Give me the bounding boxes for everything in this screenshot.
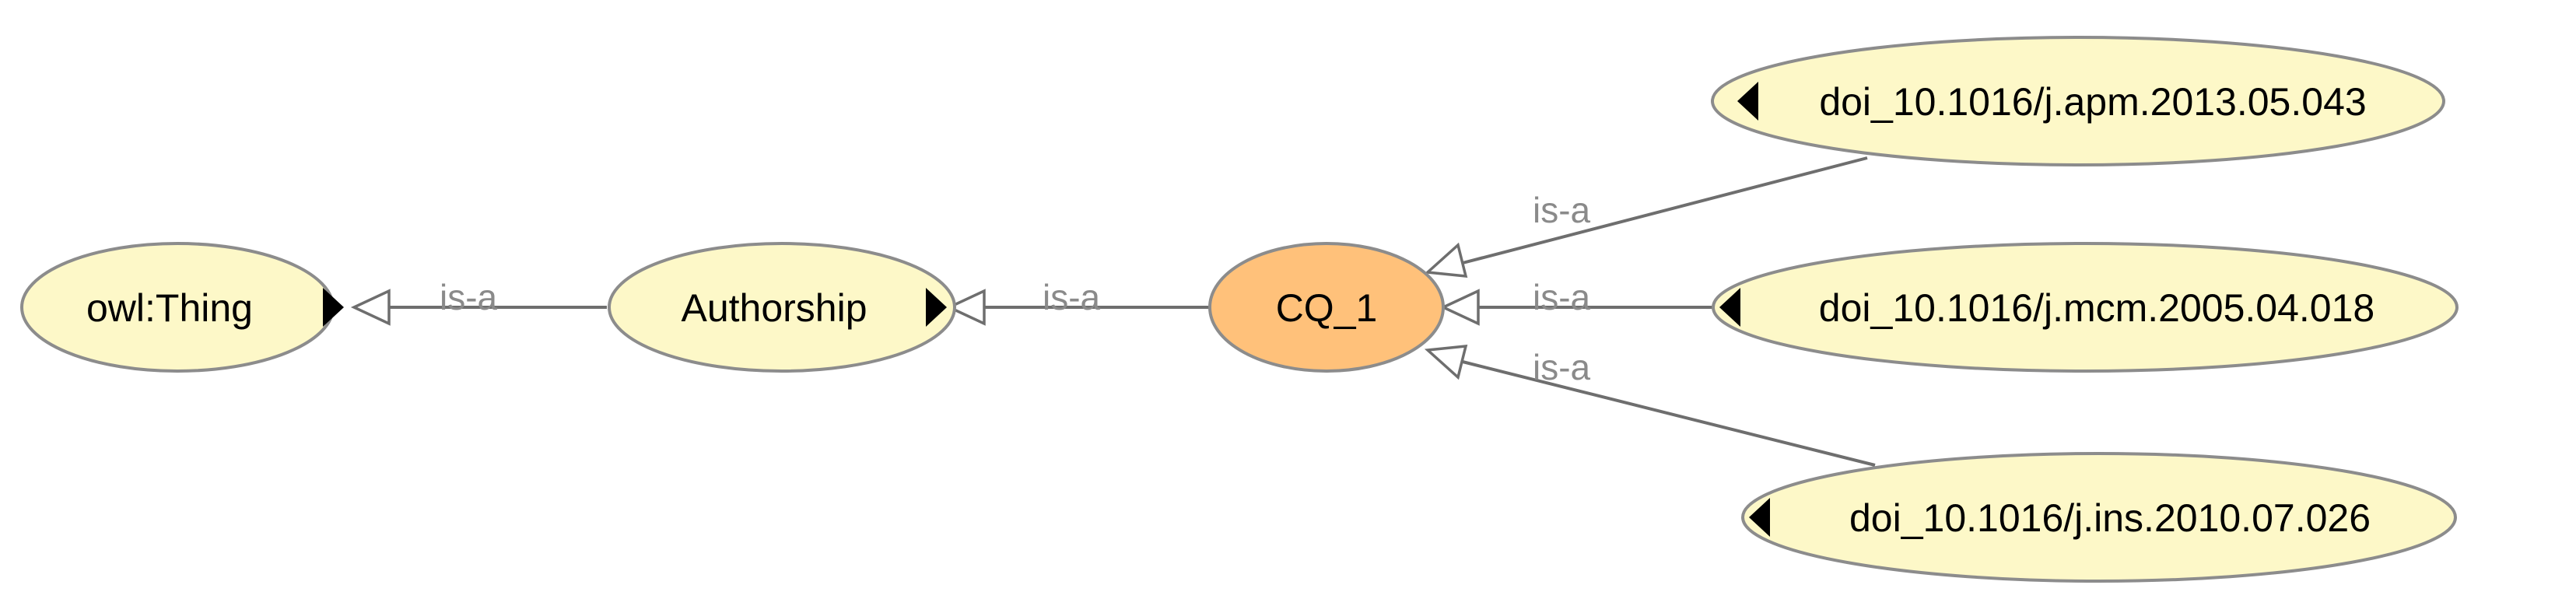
node-label: Authorship bbox=[681, 286, 867, 330]
node-ellipse bbox=[608, 242, 956, 373]
arrowhead-icon bbox=[1424, 242, 1468, 278]
node-doi-apm[interactable]: doi_10.1016/j.apm.2013.05.043 bbox=[1711, 36, 2445, 166]
expand-marker-icon[interactable] bbox=[1719, 288, 1740, 327]
node-cq-1[interactable]: CQ_1 bbox=[1208, 242, 1445, 373]
node-ellipse bbox=[1712, 242, 2459, 373]
node-doi-ins[interactable]: doi_10.1016/j.ins.2010.07.026 bbox=[1741, 452, 2457, 583]
node-label: doi_10.1016/j.ins.2010.07.026 bbox=[1849, 496, 2371, 540]
edge-label: is-a bbox=[440, 277, 498, 317]
node-doi-mcm[interactable]: doi_10.1016/j.mcm.2005.04.018 bbox=[1712, 242, 2459, 373]
arrowhead-icon bbox=[945, 289, 986, 326]
arrowhead-icon bbox=[350, 289, 391, 326]
node-authorship[interactable]: Authorship bbox=[608, 242, 956, 373]
node-label: owl:Thing bbox=[86, 286, 253, 330]
expand-marker-icon[interactable] bbox=[926, 288, 947, 327]
edge-apm-is-a-cq1: is-a bbox=[1424, 156, 1868, 278]
edge-label: is-a bbox=[1043, 277, 1101, 317]
expand-marker-icon[interactable] bbox=[1737, 82, 1758, 121]
edge-label: is-a bbox=[1533, 347, 1591, 387]
edge-line bbox=[1462, 360, 1876, 467]
edge-line bbox=[1462, 156, 1868, 264]
arrowhead-icon bbox=[1439, 289, 1480, 326]
edge-label: is-a bbox=[1533, 277, 1591, 317]
edge-label: is-a bbox=[1533, 190, 1591, 230]
edge-mcm-is-a-cq1: is-a bbox=[1439, 277, 1716, 326]
node-ellipse bbox=[1208, 242, 1445, 373]
expand-marker-icon[interactable] bbox=[323, 288, 344, 327]
edge-authorship-is-a-thing: is-a bbox=[350, 277, 607, 326]
node-owl-thing[interactable]: owl:Thing bbox=[20, 242, 344, 373]
node-label: CQ_1 bbox=[1276, 286, 1378, 330]
node-ellipse bbox=[1711, 36, 2445, 166]
expand-marker-icon[interactable] bbox=[1749, 498, 1770, 537]
node-label: doi_10.1016/j.apm.2013.05.043 bbox=[1819, 80, 2366, 124]
node-ellipse bbox=[1741, 452, 2457, 583]
arrowhead-icon bbox=[1424, 345, 1468, 380]
node-label: doi_10.1016/j.mcm.2005.04.018 bbox=[1819, 286, 2374, 330]
edge-cq1-is-a-authorship: is-a bbox=[945, 277, 1214, 326]
edge-ins-is-a-cq1: is-a bbox=[1424, 345, 1876, 467]
